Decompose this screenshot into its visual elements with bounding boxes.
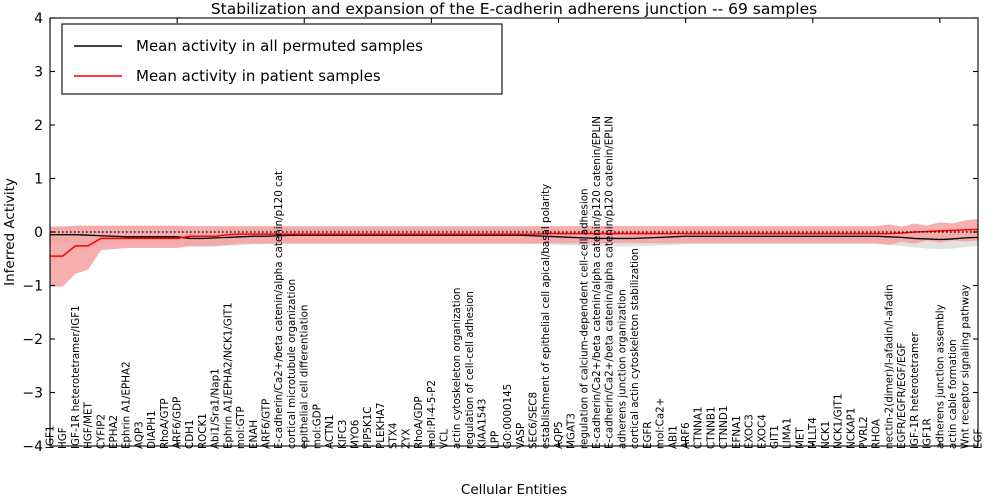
legend-label-1: Mean activity in all permuted samples [136, 37, 423, 55]
x-tick-label: HGF [57, 427, 69, 449]
x-tick-label: E-cadherin/Ca2+/beta catenin/alpha caten… [591, 116, 603, 449]
y-tick-label: 1 [34, 172, 43, 188]
y-tick-labels: −4 −3 −2 −1 0 1 2 3 4 [22, 11, 43, 455]
x-tick-label: Abi1/Sra1/Nap1 [210, 368, 222, 449]
x-tick-label: regulation of cell-cell adhesion [464, 291, 476, 449]
x-tick-label: HGF/MET [83, 401, 95, 449]
x-tick-label: IGF1R [922, 418, 934, 449]
x-tick-label: ARF6/GDP [172, 397, 184, 449]
y-tick-label: −2 [22, 332, 43, 348]
x-tick-label: NCKAP1 [845, 408, 857, 449]
x-tick-label: ABI1 [667, 425, 679, 449]
x-tick-label: NCK1 [820, 421, 832, 449]
x-tick-label: CTNNA1 [693, 407, 705, 449]
x-tick-label: PLEKHA7 [375, 402, 387, 449]
x-tick-label: AQP3 [133, 421, 145, 449]
x-tick-label: IGF-1R heterotetramer/IGF1 [70, 305, 82, 449]
y-tick-label: −4 [22, 439, 43, 455]
x-tick-label: Wnt receptor signaling pathway [960, 284, 972, 449]
x-tick-label: EGFR/EGFR/EGF/EGF [896, 343, 908, 449]
series-lines [50, 228, 979, 257]
x-tick-label: MLLT4 [807, 417, 819, 449]
x-tick-label: EGF [972, 429, 984, 449]
y-axis-title: Inferred Activity [2, 178, 18, 286]
x-tick-label: CTNND1 [718, 406, 730, 449]
x-tick-label: actin cable formation [947, 339, 959, 449]
x-tick-label: EFNA1 [731, 415, 743, 449]
x-tick-label: Ephrin A1/EPHA2/NCK1/GIT1 [222, 302, 234, 449]
x-tick-label: PIP5K1C [362, 407, 374, 450]
y-tick-label: 4 [34, 11, 43, 27]
x-tick-label: establishment of epithelial cell apical/… [540, 184, 552, 449]
legend-box [61, 23, 503, 95]
x-tick-label: regulation of calcium-dependent cell-cel… [578, 188, 590, 449]
x-tick-label: KIAA1543 [477, 399, 489, 449]
x-tick-label: EGFR [642, 421, 654, 449]
legend[interactable]: Mean activity in all permuted samplesMea… [61, 23, 503, 95]
x-tick-label: ENAH [248, 420, 260, 449]
legend-label-2: Mean activity in patient samples [136, 67, 381, 85]
x-tick-label: adherens junction organization [616, 289, 628, 449]
x-tick-label: ARF6/GTP [261, 399, 273, 449]
y-tick-label: 0 [34, 225, 43, 241]
x-tick-label: Ephrin A1/EPHA2 [121, 361, 133, 449]
x-tick-label: EXOC4 [756, 414, 768, 449]
x-tick-label: CTNNB1 [705, 407, 717, 450]
x-tick-label: ARF6 [680, 422, 692, 449]
x-tick-label: LPP [489, 431, 501, 449]
x-tick-label: SEC6/SEC8 [527, 392, 539, 449]
x-tick-label: KIFC3 [337, 420, 349, 449]
permuted-mean-line [50, 234, 979, 241]
x-tick-label: mol:Ca2+ [655, 398, 667, 449]
patient-mean-line [50, 228, 979, 257]
x-tick-label: ACTN1 [324, 414, 336, 449]
chart-title: Stabilization and expansion of the E-cad… [211, 0, 817, 18]
x-tick-label: actin cytoskeleton organization [451, 288, 463, 449]
y-tick-label: −3 [22, 386, 43, 402]
x-tick-label: E-cadherin/Ca2+/beta catenin/alpha caten… [273, 171, 285, 449]
x-tick-label: MET [794, 427, 806, 449]
x-tick-label: EPHA2 [108, 415, 120, 449]
x-tick-label: cortical actin cytoskeleton stabilizatio… [629, 248, 641, 449]
x-tick-label: NCK1/GIT1 [833, 393, 845, 449]
x-tick-label: RHOA [871, 419, 883, 449]
confidence-bands [50, 219, 978, 287]
x-tick-label: RhoA/GTP [159, 398, 171, 449]
x-tick-label: epithelial cell differentiation [299, 305, 311, 449]
x-tick-label: MGAT3 [566, 413, 578, 449]
x-tick-label: LIMA1 [782, 418, 794, 449]
x-tick-label: GIT1 [769, 425, 781, 449]
x-tick-label: CDH1 [184, 420, 196, 449]
axes [49, 17, 979, 447]
x-tick-label: ROCK1 [197, 413, 209, 449]
x-tick-label: E-cadherin/Ca2+/beta catenin/alpha caten… [604, 116, 616, 449]
x-tick-label: mol:GDP [311, 404, 323, 449]
x-tick-label: CYFIP2 [95, 414, 107, 449]
x-tick-label: adherens junction assembly [934, 304, 946, 449]
x-tick-label: VCL [438, 429, 450, 449]
y-tick-label: 3 [34, 65, 43, 81]
x-tick-label: GO:0000145 [502, 384, 514, 449]
y-tick-label: 2 [34, 118, 43, 134]
x-tick-label: nectin-2(dimer)/l-afadin/l-afadin [883, 284, 895, 449]
x-tick-label: mol:GTP [235, 406, 247, 449]
x-tick-label: ZYX [400, 429, 412, 449]
x-tick-label: IGF-1R heterotetramer [909, 332, 921, 449]
y-tick-label: −1 [22, 279, 43, 295]
patient-confidence-band [50, 219, 978, 287]
x-tick-label: mol:PI-4-5-P2 [426, 380, 438, 449]
x-tick-label: cortical microtubule organization [286, 279, 298, 449]
x-tick-label: AQP5 [553, 421, 565, 449]
x-axis-title: Cellular Entities [461, 482, 567, 498]
x-tick-label: RhoA/GDP [413, 396, 425, 449]
x-tick-label: EXOC3 [744, 414, 756, 449]
x-tick-label: IGF1 [44, 426, 56, 450]
x-tick-label: MYO6 [350, 420, 362, 449]
x-tick-label: VASP [515, 423, 527, 449]
x-tick-label: DIAPH1 [146, 410, 158, 449]
x-tick-label: PVRL2 [858, 416, 870, 449]
x-tick-label: STX4 [388, 423, 400, 449]
